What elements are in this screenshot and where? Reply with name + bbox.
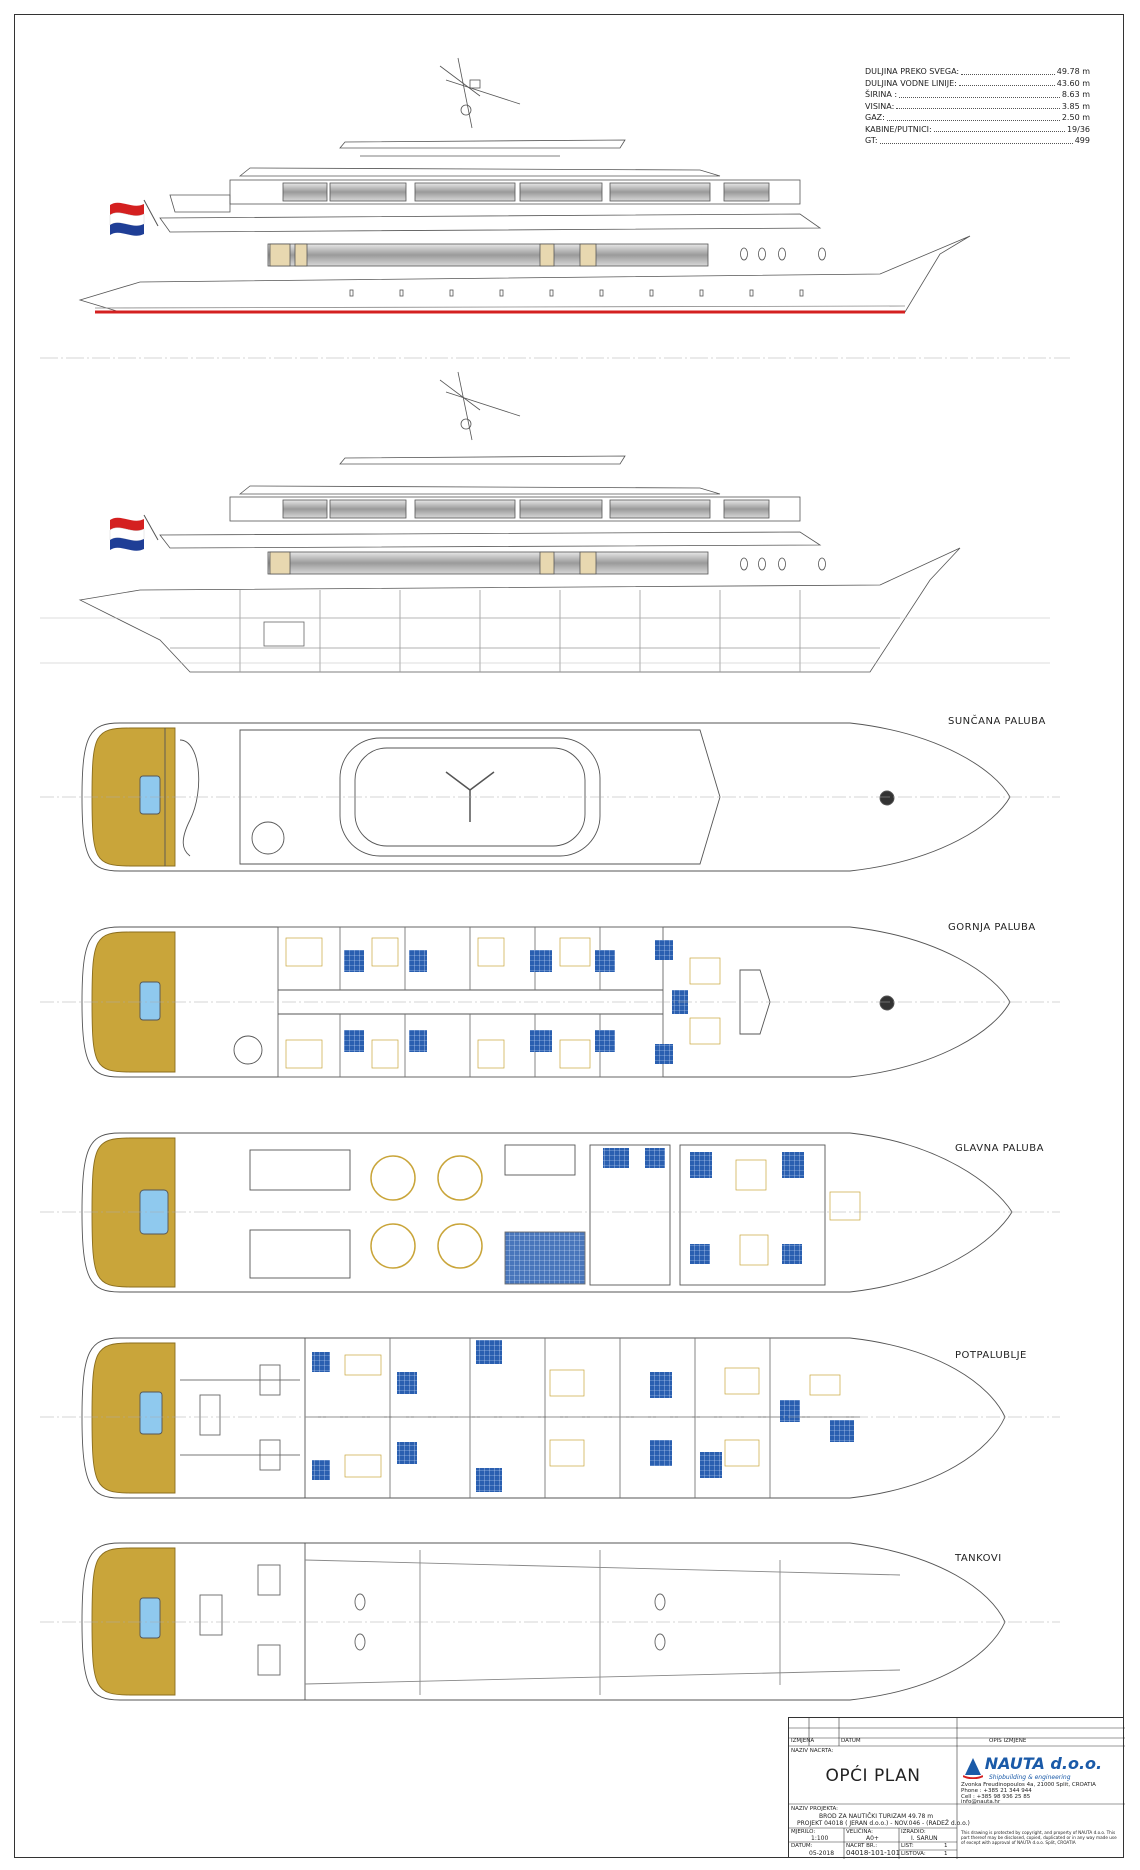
spec-unit: m (1082, 67, 1090, 76)
spec-row: DULJINA VODNE LINIJE: 43.60 m (865, 78, 1090, 90)
spec-row: GAZ: 2.50 m (865, 112, 1090, 124)
sheets-total-label: LISTOVA: (901, 1851, 926, 1857)
project-line-2: PROJEKT 04018 ( JERAN d.o.o.) - NOV.046 … (797, 1820, 970, 1827)
drawing-number-label: NACRT BR.: (846, 1843, 878, 1849)
sheet-label: LIST: (901, 1843, 914, 1849)
revision-label: IZMJENA (791, 1738, 815, 1744)
drawing-number-value: 04018-101-101 (846, 1849, 901, 1857)
spec-label: ŠIRINA : (865, 90, 898, 99)
croatian-flag-icon (109, 199, 159, 236)
date-field-label: DATUM: (791, 1843, 813, 1849)
spec-label: DULJINA PREKO SVEGA: (865, 67, 960, 76)
size-label: VELIČINA: (846, 1829, 874, 1835)
project-line-1: BROD ZA NAUTIČKI TURIZAM 49.78 m (819, 1813, 934, 1820)
spec-value: 2.50 (1061, 113, 1080, 122)
revision-description-label: OPIS IZMJENE (989, 1738, 1027, 1744)
title-block: IZMJENA DATUM OPIS IZMJENE NAZIV NACRTA:… (788, 1717, 1125, 1859)
company-name: NAUTA d.o.o. (984, 1754, 1103, 1773)
spec-unit: m (1082, 90, 1090, 99)
croatian-flag-icon (109, 514, 159, 551)
spec-row: ŠIRINA : 8.63 m (865, 89, 1090, 101)
scale-label: MJERILO: (791, 1829, 816, 1835)
spec-unit: m (1082, 113, 1090, 122)
spec-row: DULJINA PREKO SVEGA: 49.78 m (865, 66, 1090, 78)
company-cell: Cell : +385 98 936 25 85 (961, 1794, 1031, 1800)
sail-logo-icon (962, 1757, 984, 1779)
deck-title-main: GLAVNA PALUBA (955, 1143, 1044, 1154)
drawing-sheet-border (14, 14, 1124, 1858)
spec-label: GT: (865, 136, 878, 145)
spec-unit: m (1082, 78, 1090, 88)
deck-plan-upper (40, 926, 1060, 1078)
drawn-by-label: IZRADIO: (901, 1829, 926, 1835)
specifications-table: DULJINA PREKO SVEGA: 49.78 m DULJINA VOD… (865, 66, 1090, 147)
deck-plan-tanks (40, 1542, 1060, 1701)
profile-exterior (78, 57, 971, 314)
drawn-by-value: I. SARUN (911, 1835, 938, 1842)
drawing-title: OPĆI PLAN (825, 1766, 921, 1786)
company-email: info@nauta.hr (961, 1799, 1001, 1805)
deck-title-sun: SUNČANA PALUBA (948, 716, 1046, 727)
date-field-value: 05-2018 (809, 1850, 835, 1857)
title-block-grid (789, 1718, 1125, 1859)
company-address: Zvonka Freudinopoulos 4a, 21000 Split, C… (961, 1782, 1096, 1788)
spec-label: DULJINA VODNE LINIJE: (865, 78, 957, 88)
spec-value: 43.60 (1056, 78, 1080, 88)
spec-label: GAZ: (865, 113, 885, 122)
spec-value: 49.78 (1056, 67, 1080, 76)
company-tagline: Shipbuilding & engineering (989, 1774, 1071, 1781)
project-name-label: NAZIV PROJEKTA: (791, 1806, 838, 1812)
spec-value: 19/36 (1066, 124, 1090, 134)
company-phone: Phone : +385 21 344 944 (961, 1788, 1032, 1794)
drawing-name-label: NAZIV NACRTA: (791, 1748, 834, 1754)
spec-value: 3.85 (1061, 101, 1080, 111)
size-value: A0+ (866, 1835, 879, 1842)
spec-label: VISINA: (865, 101, 895, 111)
deck-title-upper: GORNJA PALUBA (948, 922, 1036, 933)
sheets-total-value: 1 (944, 1851, 948, 1857)
nauta-logo: NAUTA d.o.o. (962, 1754, 1103, 1779)
deck-title-lower: POTPALUBLJE (955, 1350, 1027, 1361)
spec-value: 8.63 (1061, 90, 1080, 99)
copyright-notice: This drawing is protected by copyright, … (961, 1830, 1117, 1845)
deck-plan-main (40, 1132, 1060, 1293)
spec-row: GT: 499 (865, 135, 1090, 147)
spec-row: KABINE/PUTNICI: 19/36 (865, 124, 1090, 136)
scale-value: 1:100 (811, 1835, 829, 1842)
date-label: DATUM (841, 1738, 861, 1744)
sheet-value: 1 (944, 1843, 948, 1849)
spec-unit: m (1082, 101, 1090, 111)
deck-plan-sun (40, 722, 1060, 872)
spec-value: 499 (1074, 136, 1090, 145)
deck-plan-lower (40, 1337, 1060, 1499)
deck-title-tanks: TANKOVI (955, 1553, 1002, 1564)
spec-row: VISINA: 3.85 m (865, 101, 1090, 113)
spec-label: KABINE/PUTNICI: (865, 124, 932, 134)
profile-section (40, 371, 1050, 673)
